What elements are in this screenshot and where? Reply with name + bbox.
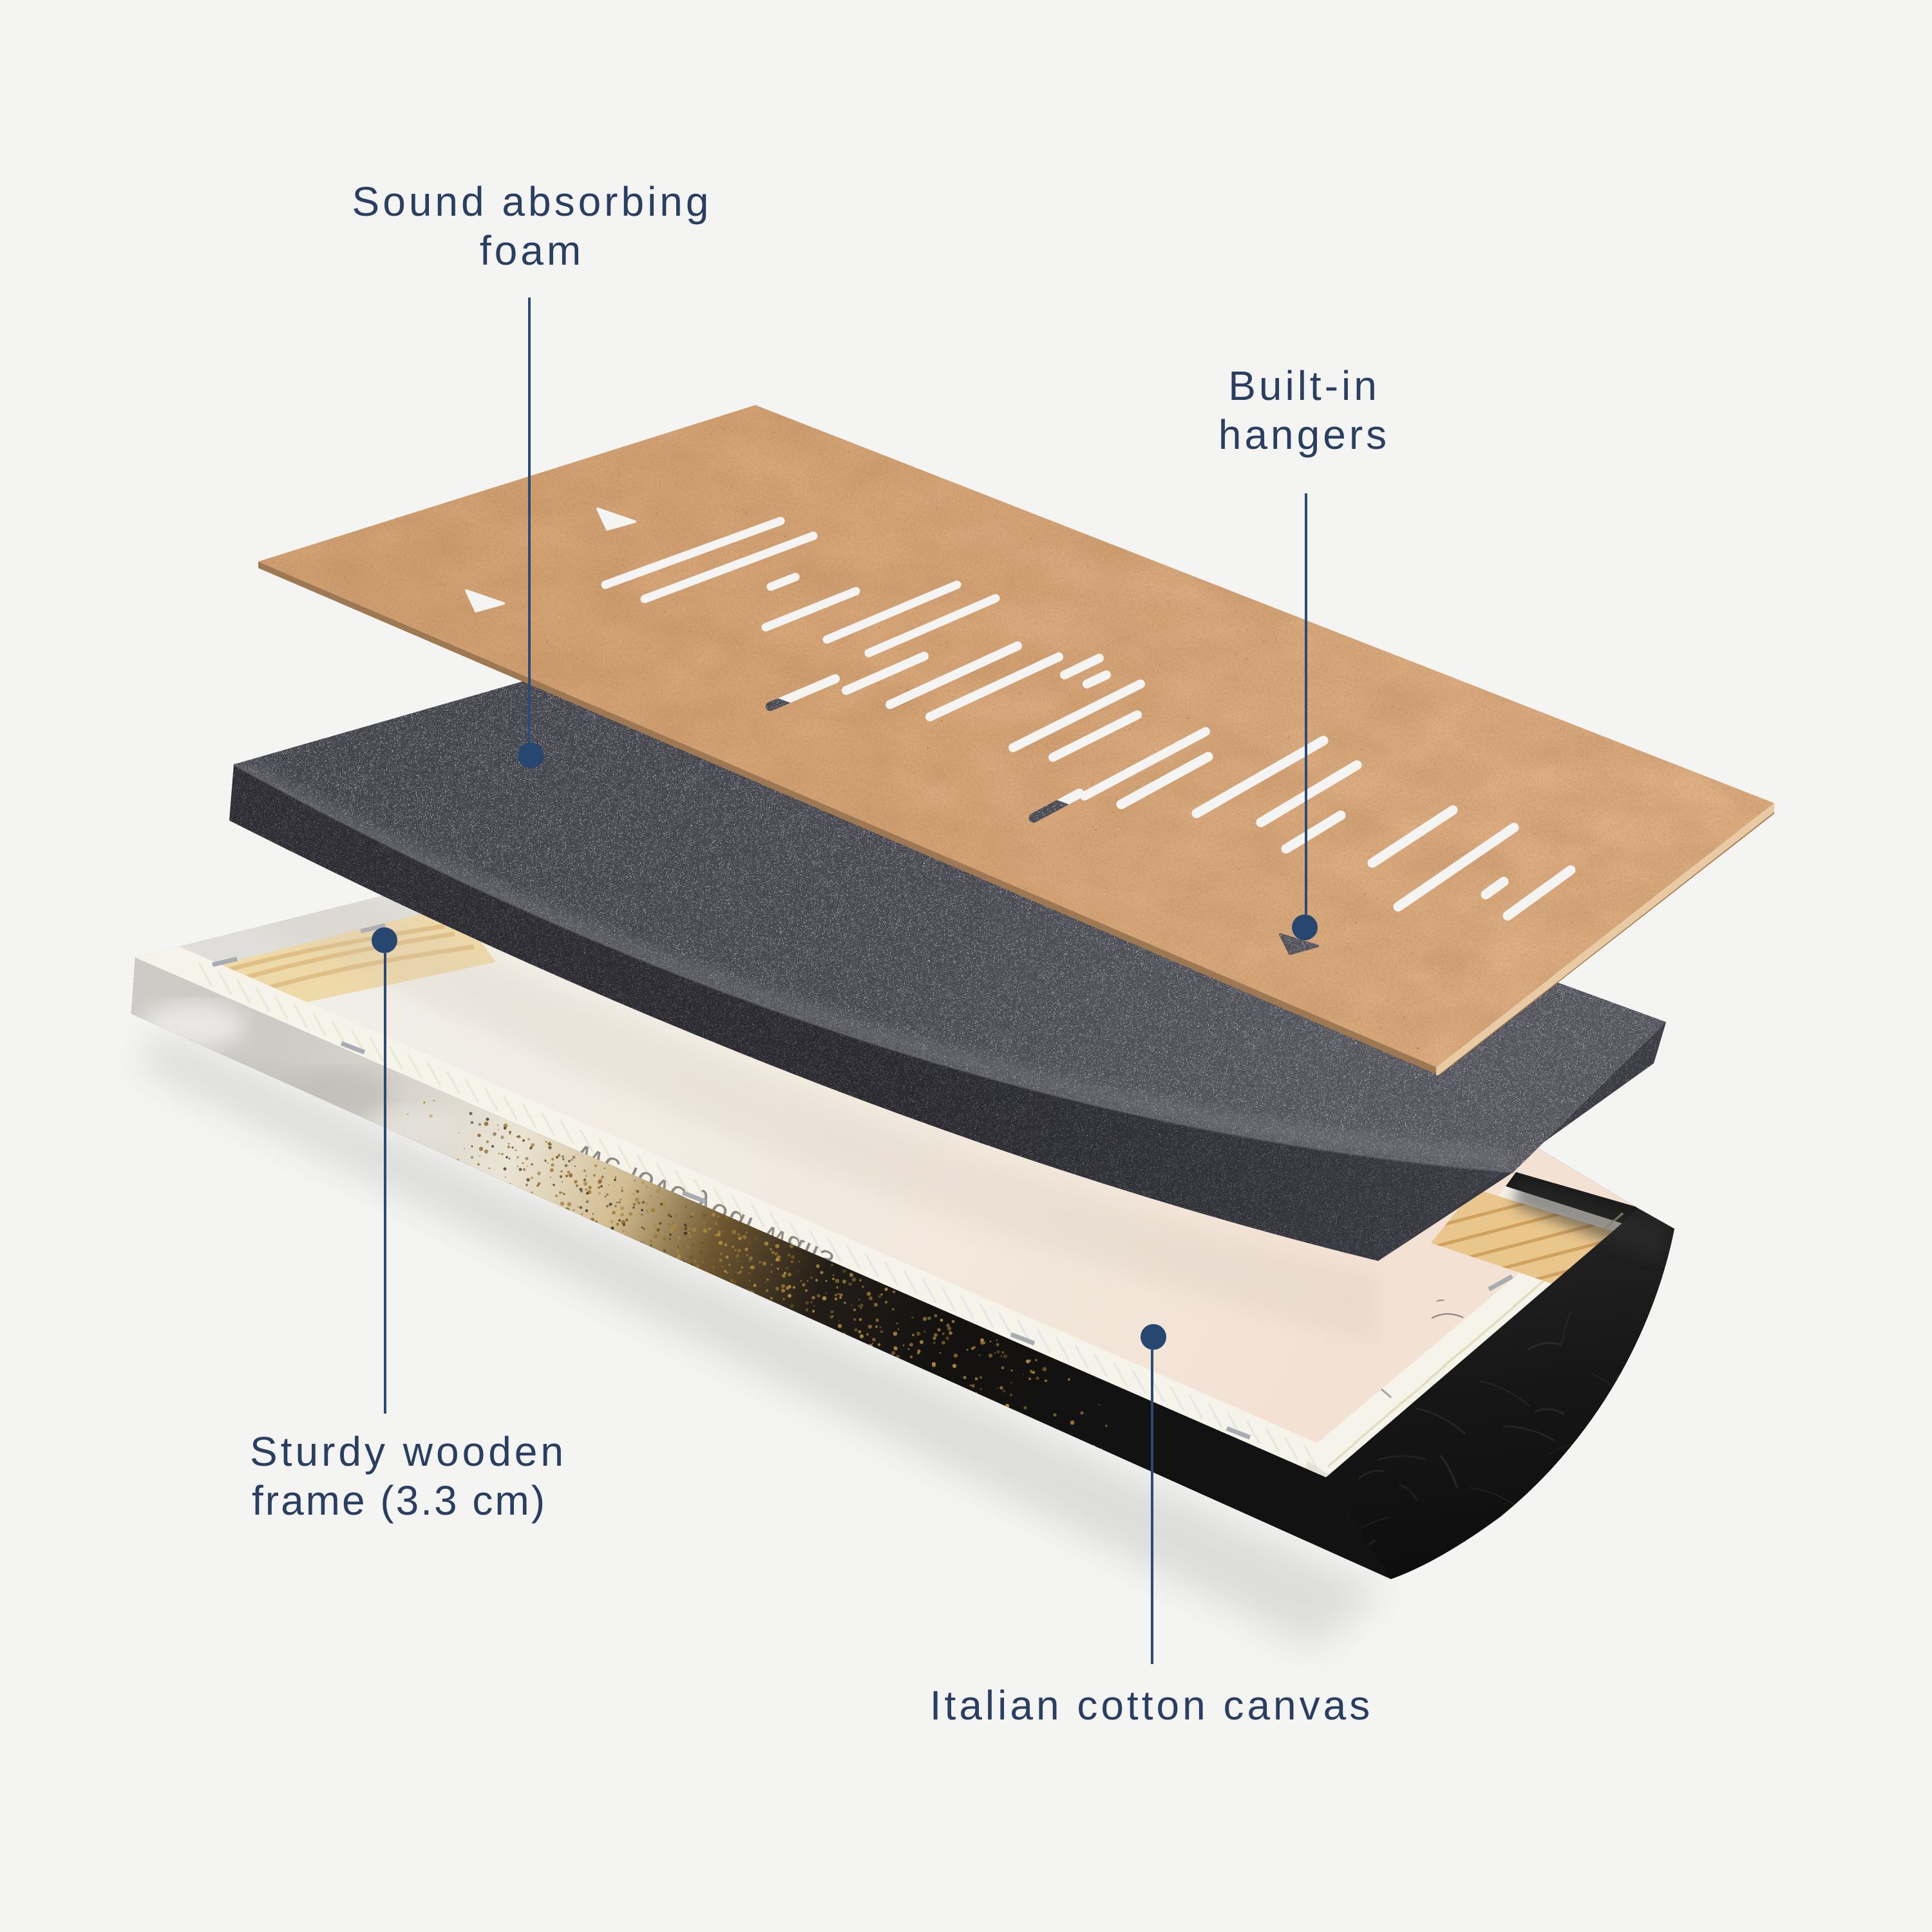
svg-text:frame (3.3 cm): frame (3.3 cm) (252, 1477, 547, 1524)
svg-text:Sturdy wooden: Sturdy wooden (250, 1428, 567, 1475)
svg-text:Sound absorbing: Sound absorbing (352, 178, 712, 225)
svg-text:Italian cotton canvas: Italian cotton canvas (930, 1682, 1373, 1728)
svg-text:Built-in: Built-in (1228, 363, 1380, 409)
svg-text:hangers: hangers (1218, 412, 1390, 458)
svg-text:foam: foam (480, 227, 584, 274)
